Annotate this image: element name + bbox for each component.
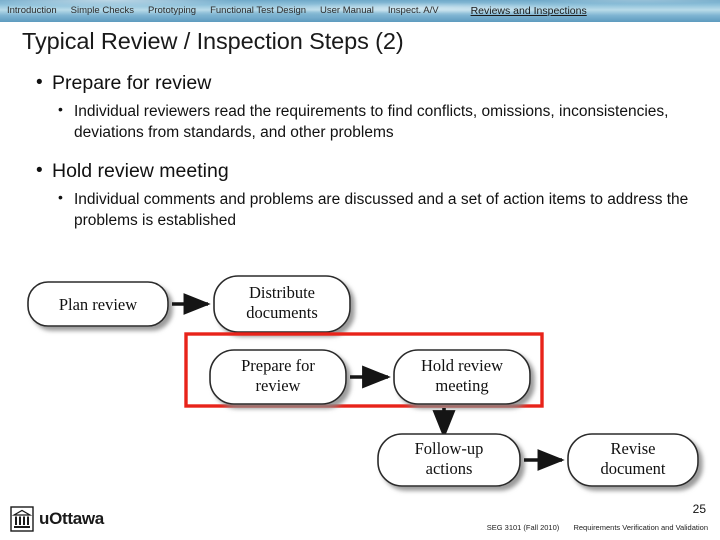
diagram-node-follow-up-actions-line1: Follow-up [415,439,484,458]
footer-note: SEG 3101 (Fall 2010) Requirements Verifi… [487,523,708,532]
page-title: Typical Review / Inspection Steps (2) [22,28,404,54]
diagram-node-distribute-documents-line1: Distribute [249,283,315,302]
bullet-level2-hold-detail: • Individual comments and problems are d… [0,189,712,231]
university-logo-text: uOttawa [39,509,104,528]
nav-item-simple-checks[interactable]: Simple Checks [70,5,135,16]
bullet-level1-hold: • Hold review meeting [0,160,712,183]
diagram-highlight-box [184,332,544,408]
nav-item-reviews-and-inspections[interactable]: Reviews and Inspections [470,5,587,17]
bullet-level1-hold-label: Hold review meeting [52,160,229,183]
diagram-node-follow-up-actions-line2: actions [426,459,473,478]
diagram-node-revise-document: Revise document [567,433,699,487]
diagram-node-distribute-documents: Distribute documents [213,275,351,333]
diagram-node-revise-document-line1: Revise [611,439,656,458]
top-navigation-band: Introduction Simple Checks Prototyping F… [0,0,720,22]
review-process-diagram: Plan review Distribute documents Prepare… [14,258,714,498]
slide-number: 25 [692,502,706,516]
diagram-node-hold-review-meeting-line1: Hold review [421,356,503,375]
nav-item-user-manual[interactable]: User Manual [320,5,374,16]
nav-item-prototyping[interactable]: Prototyping [148,5,197,16]
bullet-marker-icon: • [36,160,43,182]
diagram-node-hold-review-meeting-line2: meeting [435,376,488,395]
bullet-marker-icon: • [36,72,43,93]
diagram-node-hold-review-meeting: Hold review meeting [393,349,531,405]
bullet-list: • Prepare for review • Individual review… [0,72,712,235]
nav-item-inspect-av[interactable]: Inspect. A/V [387,5,439,16]
footer-topic: Requirements Verification and Validation [573,523,708,532]
bullet-spacer [0,147,712,160]
bullet-marker-icon: • [58,101,63,117]
diagram-node-plan-review: Plan review [27,281,169,327]
bullet-level2-prepare-detail: • Individual reviewers read the requirem… [0,101,712,143]
diagram-node-prepare-for-review: Prepare for review [209,349,347,405]
bullet-level1-prepare: • Prepare for review [0,72,712,95]
bullet-level2-prepare-detail-label: Individual reviewers read the requiremen… [74,103,669,142]
nav-item-introduction[interactable]: Introduction [7,5,57,16]
diagram-node-follow-up-actions: Follow-up actions [377,433,521,487]
bullet-level1-prepare-label: Prepare for review [52,72,212,94]
diagram-node-revise-document-line2: document [600,459,665,478]
footer-course: SEG 3101 (Fall 2010) [486,523,560,532]
university-logo: uOttawa [10,506,104,532]
diagram-node-distribute-documents-line2: documents [246,303,318,322]
diagram-node-plan-review-label: Plan review [59,295,137,314]
diagram-node-prepare-for-review-line1: Prepare for [241,356,315,375]
diagram-node-prepare-for-review-line2: review [256,376,301,395]
navigation-items: Introduction Simple Checks Prototyping F… [0,0,720,22]
nav-item-functional-test-design[interactable]: Functional Test Design [210,5,307,16]
bullet-marker-icon: • [58,189,63,206]
building-icon [10,506,34,532]
bullet-level2-hold-detail-label: Individual comments and problems are dis… [74,191,689,230]
